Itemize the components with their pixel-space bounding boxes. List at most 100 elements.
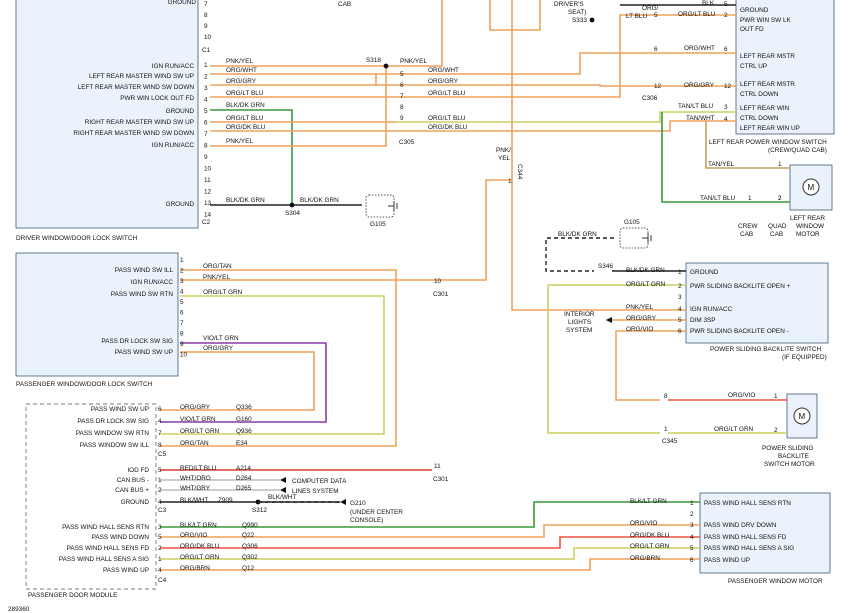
pwm-pin: 4 [690,534,694,541]
g105a-wire: BLK/DK GRN [300,197,339,204]
driver-pin-num: 4 [204,97,208,104]
bl-motor-m: M [799,412,806,421]
c305-pin: 7 [400,93,404,100]
backlite-switch-wire: PNK/YEL [626,304,653,311]
pass-switch-pin: 9 [180,341,184,348]
wire-pdm-orgvio [160,524,700,538]
pdm-c4-pin: 1 [158,556,162,563]
lr-switch-pin: 4 [724,116,728,123]
pdm-c4-label: PASS WIND HALL SENS RTN [62,524,149,531]
pwm-pin: 1 [690,500,694,507]
pdm-title: PASSENGER DOOR MODULE [28,592,117,599]
lr-switch-subtitle: (CREW/QUAD CAB) [768,147,827,154]
bl-motor-symbol: M [793,407,811,425]
pass-switch-wire: VIO/LT GRN [203,335,239,342]
pwm-label: PASS WIND HALL SENS FD [704,534,787,541]
lr-switch-label: OUT FD [740,26,764,33]
interior-lights-2: LIGHTS [568,319,591,326]
backlite-switch-label: IGN RUN/ACC [690,306,733,313]
pnk-yel-vertical-1: PNK/ [496,147,511,154]
pwm-label: PASS WIND UP [704,557,750,564]
driver-pin-num: 7 [204,131,208,138]
wire-pdm-orgbrn [160,558,700,571]
c305-wire-color: ORG/LT BLU [428,90,466,97]
pwm-pin: 5 [690,545,694,552]
lr-motor-name-1: LEFT REAR [790,215,825,222]
driver-pin-num: 3 [204,85,208,92]
pass-switch-label: IGN RUN/ACC [131,279,174,286]
driver-pin-label: RIGHT REAR MASTER WIND SW DOWN [73,130,194,137]
wire-lr-tanyel [705,121,790,169]
driver-pin-label: GROUND [166,201,195,208]
pwm-label: PASS WIND HALL SENS RTN [704,500,791,507]
backlite-motor-wire: ORG/LT GRN [714,426,754,433]
computer-data-arrow-2 [280,487,286,493]
wire-drv-pnkyel-2 [210,66,387,147]
wire-c305-orgltblu-2 [396,111,736,123]
bl-motor-name-3: SWITCH MOTOR [764,461,815,468]
lr-switch-wire: BLK [702,0,715,7]
wire-c305-orgdkblu [396,120,736,132]
driver-wire-color: ORG/WHT [226,67,257,74]
c306-pin: 5 [654,12,658,19]
pass-switch-pin: 3 [180,278,184,285]
g105a-label: G105 [370,221,386,228]
wire-c305-pnkyel [396,0,443,67]
driver-wire-color: ORG/LT BLU [226,115,264,122]
driver-pin-num: 10 [204,166,212,173]
pwm-pin: 6 [690,557,694,564]
pdm-c3-label: C3 [158,507,167,514]
c306-pin: 6 [654,46,658,53]
pdm-c3-circuit: A214 [236,465,251,472]
backlite-motor-pin: 2 [774,427,778,434]
c345-pin: 8 [664,393,668,400]
pdm-c4-label: PASS WIND HALL SENS A SIG [59,556,149,563]
pdm-c5-pin: 8 [158,442,162,449]
lr-motor-m: M [808,183,815,192]
driver-pin-label: IGN RUN/ACC [152,63,195,70]
pdm-c4-circuit: Q990 [242,522,258,529]
pdm-c4-circuit: Q306 [242,543,258,550]
wire-lr-tanltblu [661,112,790,203]
pdm-c3-circuit: D265 [236,485,252,492]
pnk-yel-vertical-2: YEL [498,155,511,162]
pdm-c4-pin: 4 [158,567,162,574]
lr-switch-label: CTRL DOWN [740,115,779,122]
wire-ps-orgtan [160,269,397,447]
pdm-c5-circuit: Q936 [236,428,252,435]
pdm-c3-wire: WHT/GRY [180,485,211,492]
c305-pin: 8 [400,104,404,111]
passenger-switch-box [15,252,179,377]
pass-switch-pin: 7 [180,320,184,327]
pdm-c4-circuit: Q22 [242,532,255,539]
pdm-c4-wire: ORG/BRN [180,565,210,572]
pwm-wire: ORG/BRN [630,555,660,562]
driver-wire-color: ORG/GRY [226,78,257,85]
backlite-switch-pin: 2 [678,283,682,290]
backlite-switch-label: PWR SLIDING BACKLITE OPEN + [690,283,791,290]
lr-ext-wire: LT BLU [626,13,647,20]
pass-switch-label: PASS WIND SW UP [115,349,173,356]
pdm-c3-wire: BLK/WHT [180,497,209,504]
pdm-c5-pin: 4 [158,418,162,425]
s312-wire: BLK/WHT [268,494,297,501]
backlite-switch-label: PWR SLIDING BACKLITE OPEN - [690,328,789,335]
c305-wire-color: ORG/LT BLU [428,115,466,122]
wire-ps-violtgrn [160,342,327,423]
figure-id: 289360 [8,606,30,613]
pass-switch-pin: 6 [180,310,184,317]
lr-switch-label: PWR WIN SW LK [740,17,792,24]
s346-label: S346 [598,263,613,270]
driver-c2-label: C2 [202,219,211,226]
pdm-c3-wire: WHT/ORG [180,475,211,482]
wire-drv-blkdkgrn [210,109,293,205]
s333-label: S333 [572,17,587,24]
driver-wire-color: ORG/LT BLU [226,90,264,97]
backlite-motor-pin: 1 [774,393,778,400]
pwm-wire: ORG/DK BLU [630,532,670,539]
quad-cab-2: CAB [770,231,783,238]
c305-wire-color: ORG/WHT [428,67,459,74]
cab-top: CAB [338,1,351,8]
c306-label: C306 [642,95,658,102]
